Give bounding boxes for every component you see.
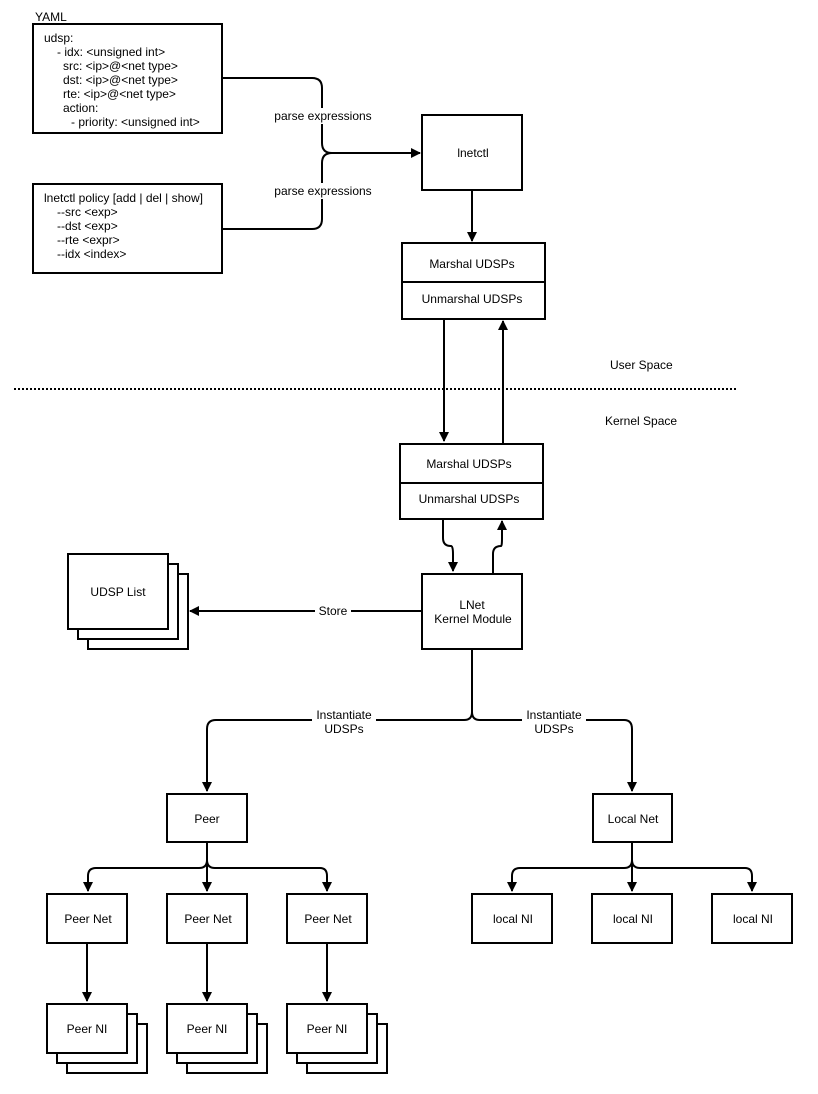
yaml-line: src: <ip>@<net type> <box>63 59 178 73</box>
peer-ni-label: Peer NI <box>307 1022 348 1036</box>
edge-label-parse: parse expressions <box>274 184 371 198</box>
yaml-line: dst: <ip>@<net type> <box>63 73 178 87</box>
edge-label-instantiate: Instantiate <box>526 708 582 722</box>
yaml-line: - idx: <unsigned int> <box>57 45 165 59</box>
yaml-line: rte: <ip>@<net type> <box>63 87 176 101</box>
peer-ni-label: Peer NI <box>187 1022 228 1036</box>
cli-line: --dst <exp> <box>57 219 118 233</box>
user-space-label: User Space <box>610 358 673 372</box>
lnet-module-label: LNet <box>459 598 485 612</box>
edge-label-instantiate: UDSPs <box>324 722 363 736</box>
lnetctl-label: lnetctl <box>457 146 488 160</box>
edge-label-parse: parse expressions <box>274 109 371 123</box>
edge-peer-to-peernet-3 <box>206 859 332 892</box>
cli-line: --src <exp> <box>57 205 118 219</box>
local-ni-node <box>471 893 553 944</box>
local-ni-node <box>591 893 673 944</box>
edge-module-to-marshal <box>492 520 507 573</box>
lnet-module-label: Kernel Module <box>434 612 512 626</box>
peer-net-label: Peer Net <box>64 912 112 926</box>
user-unmarshal-label: Unmarshal UDSPs <box>422 292 523 306</box>
yaml-line: udsp: <box>44 31 73 45</box>
peer-label: Peer <box>194 812 219 826</box>
peer-net-label: Peer Net <box>184 912 232 926</box>
local-net-label: Local Net <box>608 812 659 826</box>
kernel-space-label: Kernel Space <box>605 414 677 428</box>
udsp-list-label: UDSP List <box>90 585 146 599</box>
edge-label-instantiate: Instantiate <box>316 708 372 722</box>
edge-label-store: Store <box>319 604 348 618</box>
kernel-marshal-label: Marshal UDSPs <box>426 457 511 471</box>
peer-node <box>166 793 248 843</box>
peer-ni-label: Peer NI <box>67 1022 108 1036</box>
edge-peer-to-peernet-1 <box>83 859 208 892</box>
lnet-module-node <box>421 573 523 650</box>
kernel-marshal-node <box>399 443 544 520</box>
parse-edge-cli <box>222 152 333 230</box>
udsp-list-node <box>67 553 169 630</box>
cli-line: --idx <index> <box>57 247 126 261</box>
yaml-line: action: <box>63 101 98 115</box>
peer-ni-node <box>46 1003 128 1054</box>
cli-box <box>32 183 223 274</box>
local-ni-label: local NI <box>613 912 653 926</box>
yaml-line: - priority: <unsigned int> <box>71 115 200 129</box>
kernel-unmarshal-label: Unmarshal UDSPs <box>419 492 520 506</box>
cli-line: lnetctl policy [add | del | show] <box>44 191 203 205</box>
yaml-title: YAML <box>35 10 67 24</box>
cli-line: --rte <expr> <box>57 233 120 247</box>
peer-net-node <box>166 893 248 944</box>
peer-net-label: Peer Net <box>304 912 352 926</box>
peer-net-node <box>286 893 368 944</box>
edge-unmarshal-to-module <box>442 519 458 572</box>
edge-label-instantiate: UDSPs <box>534 722 573 736</box>
local-ni-node <box>711 893 793 944</box>
peer-ni-node <box>286 1003 368 1054</box>
peer-ni-node <box>166 1003 248 1054</box>
local-ni-label: local NI <box>493 912 533 926</box>
yaml-box <box>32 23 223 134</box>
local-ni-label: local NI <box>733 912 773 926</box>
user-marshal-label: Marshal UDSPs <box>429 257 514 271</box>
edge-localnet-to-ni-3 <box>631 859 757 892</box>
edge-instantiate-local <box>471 711 637 792</box>
edge-localnet-to-ni-1 <box>507 859 633 892</box>
